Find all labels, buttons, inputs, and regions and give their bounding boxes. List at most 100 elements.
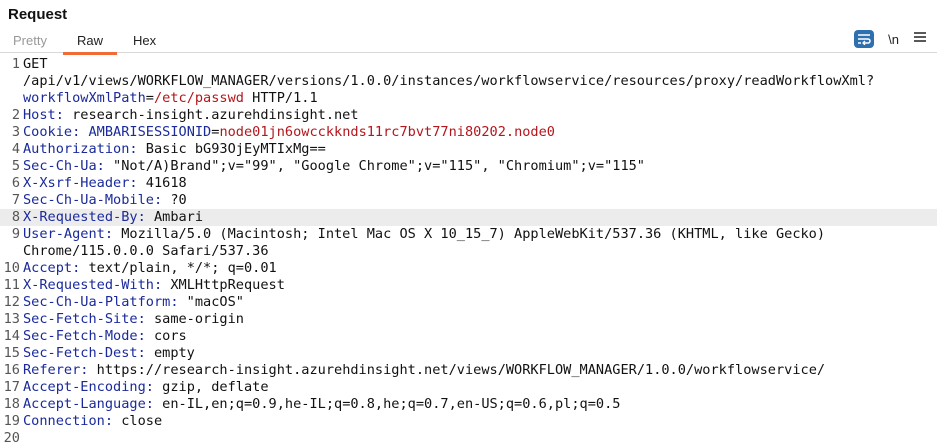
header-name: X-Xsrf-Header:: [23, 175, 138, 191]
header-name: Sec-Fetch-Mode:: [23, 328, 146, 344]
line-number: 15: [3, 345, 20, 361]
header-name: Sec-Ch-Ua-Mobile:: [23, 192, 163, 208]
header-name: Accept:: [23, 260, 81, 276]
line-content: GET /api/v1/views/WORKFLOW_MANAGER/versi…: [23, 56, 903, 107]
line-number: 11: [3, 277, 20, 293]
line-content: Sec-Fetch-Mode: cors: [23, 328, 903, 345]
header-name: AMBARISESSIONID: [88, 124, 212, 140]
header-name: Authorization:: [23, 141, 138, 157]
text-segment: HTTP/1.1: [243, 90, 318, 106]
line-content: Cookie: AMBARISESSIONID=node01jn6owcckkn…: [23, 124, 903, 141]
line-number: 14: [3, 328, 20, 344]
text-segment: same-origin: [145, 311, 244, 327]
line-number: 8: [11, 209, 20, 225]
line-content: Sec-Ch-Ua-Mobile: ?0: [23, 192, 903, 209]
word-wrap-icon[interactable]: [854, 30, 875, 48]
line-content: Sec-Fetch-Site: same-origin: [23, 311, 903, 328]
line-content: X-Requested-By: Ambari: [23, 209, 903, 226]
text-segment: research-insight.azurehdinsight.net: [63, 107, 359, 123]
line-number: 7: [11, 192, 20, 208]
line-content: Connection: close: [23, 413, 903, 430]
tab-pretty[interactable]: Pretty: [13, 33, 47, 48]
line-content: [23, 430, 903, 447]
text-segment: gzip, deflate: [153, 379, 269, 395]
header-name: workflowXmlPath: [23, 90, 146, 106]
panel-title: Request: [8, 6, 68, 23]
header-name: Connection:: [23, 413, 114, 429]
text-segment: 41618: [137, 175, 187, 191]
line-content: Authorization: Basic bG93OjEyMTIxMg==: [23, 141, 903, 158]
line-number: 18: [3, 396, 20, 412]
view-tabs: Pretty Raw Hex: [0, 30, 937, 55]
header-name: Sec-Fetch-Site:: [23, 311, 146, 327]
header-name: X-Requested-By:: [23, 209, 146, 225]
line-number: 17: [3, 379, 20, 395]
header-name: X-Requested-With:: [23, 277, 163, 293]
text-segment: GET /api/v1/views/WORKFLOW_MANAGER/versi…: [23, 56, 875, 89]
header-name: Cookie:: [23, 124, 81, 140]
line-content: Sec-Fetch-Dest: empty: [23, 345, 903, 362]
line-number: 13: [3, 311, 20, 327]
text-segment: Mozilla/5.0 (Macintosh; Intel Mac OS X 1…: [23, 226, 834, 259]
show-newlines-button[interactable]: \n: [888, 31, 899, 47]
line-content: Accept: text/plain, */*; q=0.01: [23, 260, 903, 277]
text-segment: Basic bG93OjEyMTIxMg==: [137, 141, 326, 157]
header-name: Accept-Language:: [23, 396, 154, 412]
text-segment: =: [211, 124, 220, 140]
text-segment: Ambari: [145, 209, 204, 225]
line-number: 12: [3, 294, 20, 310]
text-segment: en-IL,en;q=0.9,he-IL;q=0.8,he;q=0.7,en-U…: [153, 396, 621, 412]
highlighted-value: /etc/passwd: [153, 90, 244, 106]
tab-raw[interactable]: Raw: [62, 33, 118, 55]
line-number: 3: [11, 124, 20, 140]
line-content: Sec-Ch-Ua-Platform: "macOS": [23, 294, 903, 311]
line-content: Referer: https://research-insight.azureh…: [23, 362, 903, 379]
highlighted-value: node01jn6owcckknds11rc7bvt77ni80202.node…: [219, 124, 555, 140]
text-segment: text/plain, */*; q=0.01: [80, 260, 277, 276]
header-name: Accept-Encoding:: [23, 379, 154, 395]
line-content: X-Xsrf-Header: 41618: [23, 175, 903, 192]
hamburger-menu-icon[interactable]: [913, 30, 927, 48]
line-content: Accept-Language: en-IL,en;q=0.9,he-IL;q=…: [23, 396, 903, 413]
header-name: Host:: [23, 107, 64, 123]
text-segment: XMLHttpRequest: [162, 277, 285, 293]
line-number: 10: [3, 260, 20, 276]
text-segment: https://research-insight.azurehdinsight.…: [88, 362, 826, 378]
editor-toolbar: \n: [854, 30, 927, 48]
text-segment: cors: [145, 328, 187, 344]
header-name: Referer:: [23, 362, 89, 378]
code-line: 20: [0, 430, 937, 447]
line-content: Host: research-insight.azurehdinsight.ne…: [23, 107, 903, 124]
text-segment: ?0: [162, 192, 187, 208]
line-content: X-Requested-With: XMLHttpRequest: [23, 277, 903, 294]
line-number: 2: [11, 107, 20, 123]
line-content: Accept-Encoding: gzip, deflate: [23, 379, 903, 396]
text-segment: empty: [145, 345, 195, 361]
tab-hex[interactable]: Hex: [133, 33, 157, 48]
line-number: 16: [3, 362, 20, 378]
line-number: 19: [3, 413, 20, 429]
line-content: Sec-Ch-Ua: "Not/A)Brand";v="99", "Google…: [23, 158, 903, 175]
text-segment: "Not/A)Brand";v="99", "Google Chrome";v=…: [104, 158, 645, 174]
line-content: User-Agent: Mozilla/5.0 (Macintosh; Inte…: [23, 226, 903, 260]
text-segment: =: [145, 90, 154, 106]
line-number: 1: [11, 56, 20, 72]
text-segment: "macOS": [178, 294, 244, 310]
header-name: Sec-Ch-Ua:: [23, 158, 105, 174]
